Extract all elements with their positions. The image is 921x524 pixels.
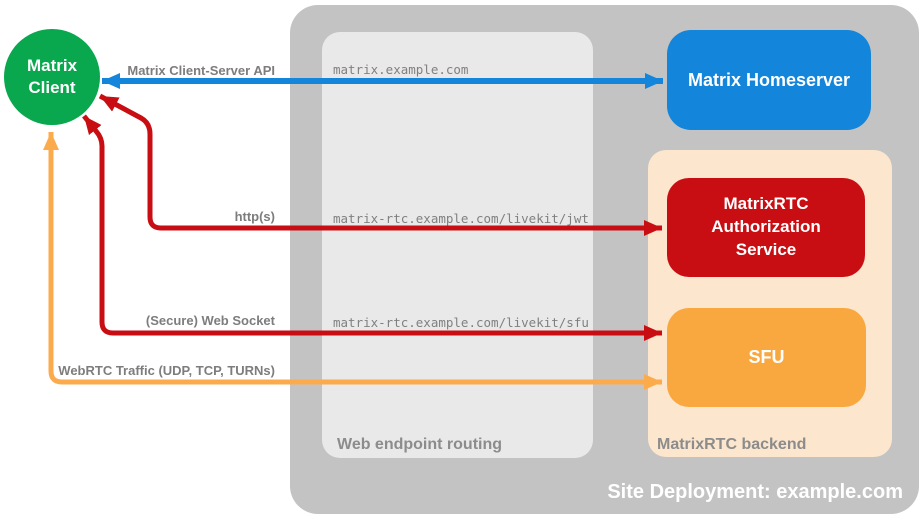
matrix-client-node: Matrix Client [4,29,100,125]
matrixrtc-backend-caption: MatrixRTC backend [657,436,807,453]
web-endpoint-routing-caption: Web endpoint routing [337,436,503,453]
matrix-homeserver-label: Matrix Homeserver [687,69,851,90]
matrix-homeserver-node: Matrix Homeserver [667,30,871,130]
arrow-label-secure-web-socket: (Secure) Web Socket [145,313,275,328]
web-endpoint-routing-box [322,32,593,458]
endpoint-livekit-jwt: matrix-rtc.example.com/livekit/jwt [333,211,589,226]
matrix-client-label: Matrix Client [26,55,78,97]
sfu-node: SFU [667,308,866,407]
arrow-label-https: http(s) [234,209,275,224]
arrow-label-client-server-api: Matrix Client-Server API [127,63,275,78]
endpoint-matrix-example-com: matrix.example.com [333,62,469,77]
sfu-label: SFU [748,347,785,367]
matrixrtc-authorization-service-label: MatrixRTC Authorization Service [711,194,821,259]
site-deployment-caption: Site Deployment: example.com [607,481,903,503]
endpoint-livekit-sfu: matrix-rtc.example.com/livekit/sfu [333,315,589,330]
arrow-label-webrtc-traffic: WebRTC Traffic (UDP, TCP, TURNs) [58,363,275,378]
matrixrtc-authorization-service-node: MatrixRTC Authorization Service [667,178,865,277]
